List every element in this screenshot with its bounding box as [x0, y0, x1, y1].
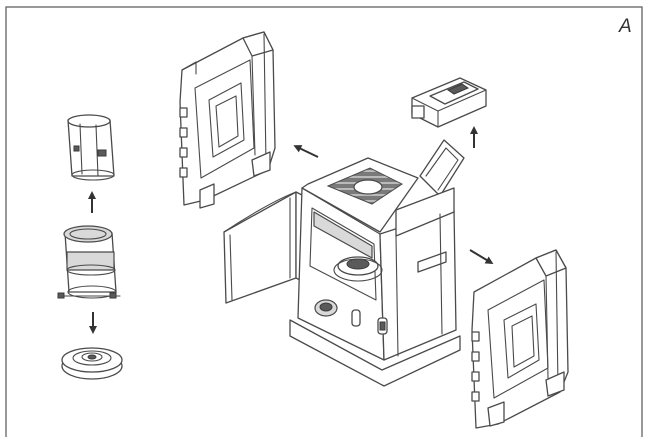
front-door-part	[223, 191, 305, 304]
arrow-left-panel	[293, 145, 319, 158]
burner-cylinder-part	[57, 225, 121, 299]
right-side-panel-part	[471, 249, 569, 429]
arrow-right-panel	[469, 249, 494, 265]
left-side-panel-part	[179, 31, 276, 209]
heater-body-part	[289, 139, 465, 387]
figure-frame	[5, 6, 643, 437]
panel-letter: A	[619, 16, 632, 37]
top-cap-part	[411, 77, 487, 128]
burner-chimney-part	[67, 114, 115, 181]
burner-base-plate-part	[61, 347, 123, 380]
